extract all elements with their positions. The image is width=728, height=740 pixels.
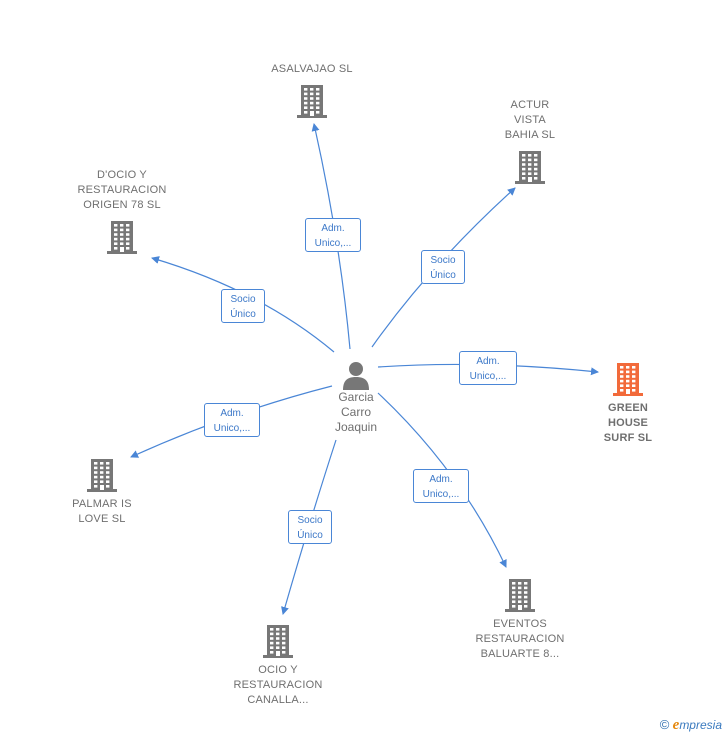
edge-label-docio[interactable]: Socio Único bbox=[221, 289, 265, 323]
person-label: Garcia Carro Joaquin bbox=[334, 390, 378, 434]
building-icon bbox=[515, 151, 545, 184]
building-icon bbox=[613, 363, 643, 396]
company-node-green[interactable]: GREEN HOUSE SURF SL bbox=[580, 361, 676, 446]
edge-label-canalla[interactable]: Socio Único bbox=[288, 510, 332, 544]
building-icon bbox=[297, 85, 327, 118]
building-icon bbox=[87, 459, 117, 492]
company-label: OCIO Y RESTAURACION CANALLA... bbox=[233, 664, 323, 706]
company-label: GREEN HOUSE SURF SL bbox=[603, 402, 653, 444]
edge-label-actur[interactable]: Socio Único bbox=[421, 250, 465, 284]
company-node-canalla[interactable]: OCIO Y RESTAURACION CANALLA... bbox=[216, 623, 340, 708]
person-node[interactable]: Garcia Carro Joaquin bbox=[320, 360, 392, 435]
brand-watermark: © empresia bbox=[660, 717, 722, 734]
company-node-asalvajao[interactable]: ASALVAJAO SL bbox=[250, 62, 374, 119]
edge-label-palmar[interactable]: Adm. Unico,... bbox=[204, 403, 260, 437]
edge-label-asalvajao[interactable]: Adm. Unico,... bbox=[305, 218, 361, 252]
copyright-symbol: © bbox=[659, 717, 670, 732]
edge-label-green[interactable]: Adm. Unico,... bbox=[459, 351, 517, 385]
edge-label-eventos[interactable]: Adm. Unico,... bbox=[413, 469, 469, 503]
company-label: PALMAR IS LOVE SL bbox=[72, 498, 132, 525]
person-icon bbox=[343, 362, 369, 390]
company-node-eventos[interactable]: EVENTOS RESTAURACION BALUARTE 8... bbox=[458, 577, 582, 662]
brand-name: mpresia bbox=[679, 718, 722, 732]
company-node-palmar[interactable]: PALMAR IS LOVE SL bbox=[50, 457, 154, 527]
company-node-docio[interactable]: D'OCIO Y RESTAURACION ORIGEN 78 SL bbox=[60, 168, 184, 255]
brand-e: e bbox=[672, 717, 680, 733]
building-icon bbox=[505, 579, 535, 612]
company-label: D'OCIO Y RESTAURACION ORIGEN 78 SL bbox=[77, 169, 167, 211]
building-icon bbox=[263, 625, 293, 658]
company-label: EVENTOS RESTAURACION BALUARTE 8... bbox=[475, 618, 565, 660]
building-icon bbox=[107, 221, 137, 254]
company-label: ASALVAJAO SL bbox=[271, 63, 353, 75]
company-node-actur[interactable]: ACTUR VISTA BAHIA SL bbox=[478, 98, 582, 185]
company-label: ACTUR VISTA BAHIA SL bbox=[504, 99, 556, 141]
